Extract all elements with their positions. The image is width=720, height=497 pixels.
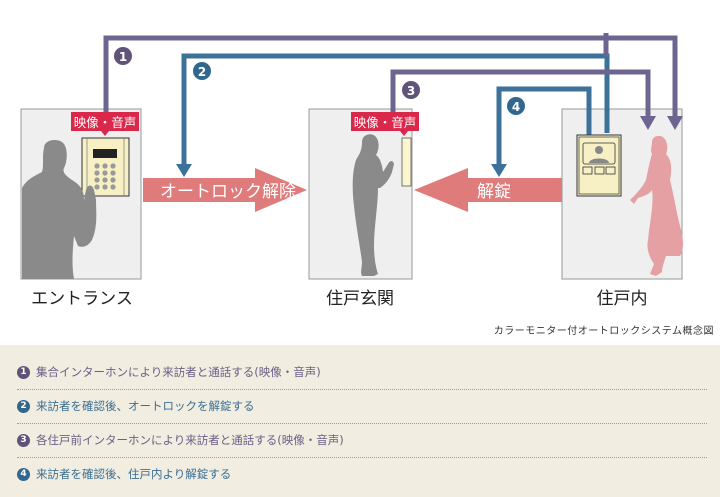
front-door-visitor-figure xyxy=(352,134,394,276)
autolock-release-arrow xyxy=(143,168,307,212)
entrance-visitor-figure xyxy=(22,140,97,279)
legend-item-2: 2 来訪者を確認後、オートロックを解錠する xyxy=(17,389,707,424)
unlock-arrow xyxy=(414,168,562,212)
line-2 xyxy=(181,53,610,168)
step-badge-1: 1 xyxy=(114,47,132,65)
room-label-front-door: 住戸玄関 xyxy=(326,289,394,309)
step-3-icon: 3 xyxy=(17,433,30,447)
svg-text:映像・音声: 映像・音声 xyxy=(354,115,417,130)
legend-panel: 1 集合インターホンにより来訪者と通話する(映像・音声) 2 来訪者を確認後、オ… xyxy=(0,345,720,497)
legend-item-3: 3 各住戸前インターホンにより来訪者と通話する(映像・音声) xyxy=(17,423,707,458)
room-label-entrance: エントランス xyxy=(31,289,133,309)
step-badge-2: 2 xyxy=(193,62,211,80)
step-1-icon: 1 xyxy=(17,365,30,379)
front-door-intercom-icon xyxy=(401,137,412,187)
step-badge-4: 4 xyxy=(507,97,525,115)
autolock-release-label: オートロック解除 xyxy=(160,182,296,202)
svg-text:3: 3 xyxy=(407,84,415,98)
step-4-icon: 4 xyxy=(17,467,30,481)
diagram-caption: カラーモニター付オートロックシステム概念図 xyxy=(493,326,714,337)
front-door-av-tag: 映像・音声 xyxy=(351,112,419,136)
legend-item-4: 4 来訪者を確認後、住戸内より解錠する xyxy=(17,457,707,491)
color-monitor-icon xyxy=(576,134,622,197)
entrance-av-tag: 映像・音声 xyxy=(71,112,139,136)
room-label-inside: 住戸内 xyxy=(596,289,648,309)
svg-text:映像・音声: 映像・音声 xyxy=(74,115,137,130)
line-3-arrowhead xyxy=(640,116,656,130)
svg-text:1: 1 xyxy=(119,50,127,64)
line-1 xyxy=(103,35,678,118)
step-badge-3: 3 xyxy=(402,81,420,99)
legend-item-text: 集合インターホンにより来訪者と通話する(映像・音声) xyxy=(36,365,321,379)
svg-text:2: 2 xyxy=(198,65,206,79)
legend-item-text: 来訪者を確認後、オートロックを解錠する xyxy=(36,399,255,413)
autolock-system-diagram: オートロック解除 解錠 1 2 3 4 映像・音声 映像・音声 xyxy=(20,33,683,280)
legend-item-text: 来訪者を確認後、住戸内より解錠する xyxy=(36,467,232,481)
line-4-arrowhead xyxy=(491,164,507,177)
unlock-label: 解錠 xyxy=(477,182,511,202)
legend-item-1: 1 集合インターホンにより来訪者と通話する(映像・音声) xyxy=(17,355,707,390)
line-1-arrowhead xyxy=(667,116,683,130)
svg-text:4: 4 xyxy=(512,100,520,114)
entrance-intercom-icon xyxy=(81,137,130,197)
line-3 xyxy=(390,69,651,118)
line-2-arrowhead xyxy=(176,164,192,177)
resident-figure xyxy=(630,135,683,276)
step-2-icon: 2 xyxy=(17,399,30,413)
legend-item-text: 各住戸前インターホンにより来訪者と通話する(映像・音声) xyxy=(36,433,344,447)
line-4 xyxy=(496,86,592,168)
